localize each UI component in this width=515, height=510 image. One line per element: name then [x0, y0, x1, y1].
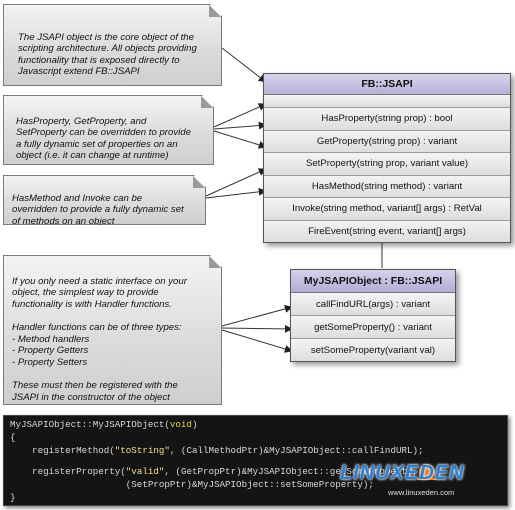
connector-note3-invoke [205, 187, 267, 199]
code-paren: ) [191, 419, 198, 430]
code-line-4: registerProperty("valid", (GetPropPtr)&M… [10, 466, 418, 477]
watermark-subtext: www.linuxeden.com [388, 488, 455, 497]
code-line-6: } [10, 492, 16, 503]
method-getproperty: GetProperty(string prop) : variant [264, 130, 510, 153]
method-hasmethod: HasMethod(string method) : variant [264, 175, 510, 198]
watermark-sun-icon [419, 464, 435, 480]
class-myjsapiobject-title: MyJSAPIObject : FB::JSAPI [291, 270, 455, 293]
connector-note4-getsomeproperty [221, 324, 293, 333]
watermark-stripe [417, 478, 437, 480]
note-jsapi-core: The JSAPI object is the core object of t… [3, 4, 222, 86]
class-fbjsapi-attributes [264, 95, 510, 108]
method-fireevent: FireEvent(string event, variant[] args) [264, 220, 510, 242]
watermark-logo [417, 464, 437, 480]
note-methods: HasMethod and Invoke can be overridden t… [3, 175, 206, 225]
code-keyword-void: void [169, 419, 192, 430]
method-setsomeproperty: setSomeProperty(variant val) [291, 339, 455, 361]
method-invoke: Invoke(string method, variant[] args) : … [264, 198, 510, 221]
connector-note4-setsomeproperty [221, 329, 293, 353]
connector-note3-hasmethod [205, 168, 267, 197]
method-hasproperty: HasProperty(string prop) : bool [264, 108, 510, 131]
note-handlers-text: If you only need a static interface on y… [12, 275, 187, 403]
watermark-text: LINUXEDEN [340, 462, 465, 484]
connector-note1 [221, 47, 267, 83]
code-method-ptr: , (CallMethodPtr)&MyJSAPIObject::callFin… [169, 445, 424, 456]
class-fbjsapi: FB::JSAPI HasProperty(string prop) : boo… [263, 73, 511, 243]
code-line-2: { [10, 432, 16, 443]
note-methods-text: HasMethod and Invoke can be overridden t… [12, 192, 184, 227]
class-fbjsapi-title: FB::JSAPI [264, 74, 510, 95]
code-line-1: MyJSAPIObject::MyJSAPIObject(void) [10, 419, 197, 430]
note-properties: HasProperty, GetProperty, and SetPropert… [3, 95, 214, 165]
code-string-tostring: "toString" [114, 445, 170, 456]
connector-note4-callfindurl [221, 305, 293, 327]
note-handlers: If you only need a static interface on y… [3, 255, 222, 405]
method-getsomeproperty: getSomeProperty() : variant [291, 316, 455, 339]
code-string-valid: "valid" [125, 466, 165, 477]
code-line-3: registerMethod("toString", (CallMethodPt… [10, 445, 424, 456]
code-line-5: (SetPropPtr)&MyJSAPIObject::setSomePrope… [10, 479, 374, 490]
code-register-method: registerMethod( [10, 445, 115, 456]
note-properties-text: HasProperty, GetProperty, and SetPropert… [16, 115, 191, 162]
connector-note2-hasproperty [213, 103, 267, 128]
note-jsapi-core-text: The JSAPI object is the core object of t… [18, 31, 197, 78]
code-panel: MyJSAPIObject::MyJSAPIObject(void) { reg… [3, 415, 508, 506]
code-getter-ptr: , (GetPropPtr)&MyJSAPIObject::getSomePro… [164, 466, 419, 477]
code-register-property: registerProperty( [10, 466, 126, 477]
class-myjsapiobject: MyJSAPIObject : FB::JSAPI callFindURL(ar… [290, 269, 456, 362]
connector-note2-setproperty [213, 130, 267, 149]
method-setproperty: SetProperty(string prop, variant value) [264, 153, 510, 176]
code-constructor: MyJSAPIObject::MyJSAPIObject( [10, 419, 170, 430]
method-callfindurl: callFindURL(args) : variant [291, 293, 455, 316]
connector-note2-getproperty [213, 121, 267, 130]
